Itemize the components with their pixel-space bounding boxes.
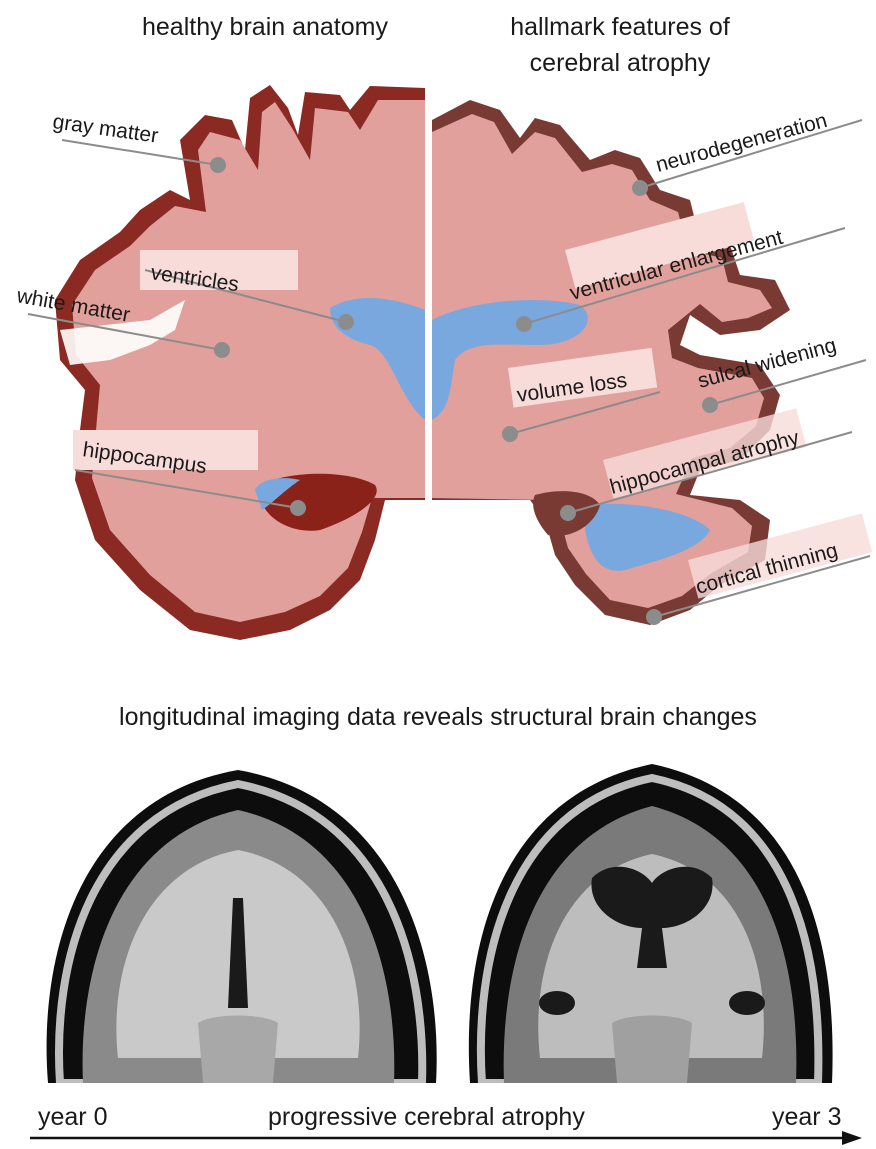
healthy-hemisphere: gray matter ventricles white matter hipp…	[14, 85, 425, 640]
neurodegeneration-label: neurodegeneration	[653, 109, 829, 177]
mri-scan-year-3	[462, 758, 842, 1083]
mri-scan-year-0	[38, 758, 458, 1083]
timeline-end-label: year 3	[772, 1103, 841, 1132]
gray-matter-label: gray matter	[51, 110, 159, 148]
brain-diagram: gray matter ventricles white matter hipp…	[0, 0, 876, 700]
ventricles-marker	[338, 314, 354, 330]
hippocampus-marker	[290, 500, 306, 516]
cortical-thinning-marker	[646, 609, 662, 625]
timeline-arrow-head	[842, 1131, 862, 1145]
white-matter-marker	[214, 342, 230, 358]
volume-loss-marker	[502, 426, 518, 442]
mri-heading: longitudinal imaging data reveals struct…	[20, 700, 856, 734]
neurodegeneration-marker	[632, 180, 648, 196]
temporal-horn-left	[539, 991, 575, 1015]
timeline-arrow	[30, 1130, 865, 1146]
timeline-start-label: year 0	[38, 1103, 107, 1132]
brainstem	[612, 1016, 692, 1084]
temporal-horn-right	[729, 991, 765, 1015]
gray-matter-marker	[210, 157, 226, 173]
atrophy-hemisphere: neurodegeneration ventricular enlargemen…	[432, 100, 872, 625]
timeline-middle-label: progressive cerebral atrophy	[268, 1103, 585, 1132]
sulcal-widening-marker	[702, 397, 718, 413]
ventricular-enlargement-marker	[516, 316, 532, 332]
hippocampal-atrophy-marker	[560, 505, 576, 521]
brainstem	[198, 1016, 278, 1084]
